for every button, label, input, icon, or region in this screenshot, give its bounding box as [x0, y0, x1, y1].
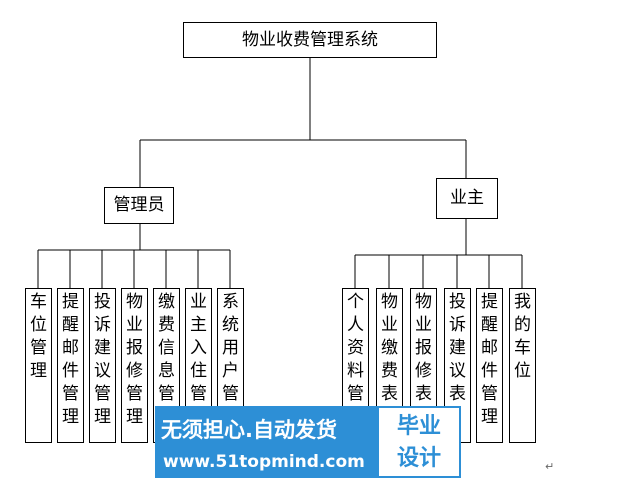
admin-leaf-reminder-mail: 提醒邮件管理 — [57, 288, 84, 443]
watermark-slogan: 无须担心.自动发货 — [161, 418, 337, 442]
owner-leaf-my-parking: 我的车位 — [509, 288, 536, 443]
owner-node: 业主 — [436, 178, 498, 219]
admin-node: 管理员 — [104, 187, 174, 224]
watermark-brand-bottom: 设计 — [396, 446, 441, 471]
admin-leaf-repair: 物业报修管理 — [121, 288, 148, 443]
watermark-url: www.51topmind.com — [163, 452, 365, 472]
watermark-brand-panel: 毕业 设计 — [377, 406, 461, 478]
root-node: 物业收费管理系统 — [183, 22, 437, 58]
watermark-banner: 无须担心.自动发货 www.51topmind.com 毕业 设计 — [155, 406, 461, 478]
watermark-brand-top: 毕业 — [396, 414, 441, 439]
admin-leaf-complaint: 投诉建议管理 — [89, 288, 116, 443]
admin-leaf-parking: 车位管理 — [25, 288, 52, 443]
watermark-left-panel: 无须担心.自动发货 www.51topmind.com — [155, 406, 377, 478]
paragraph-mark: ↵ — [545, 460, 555, 473]
owner-leaf-reminder-mail: 提醒邮件管理 — [476, 288, 503, 443]
